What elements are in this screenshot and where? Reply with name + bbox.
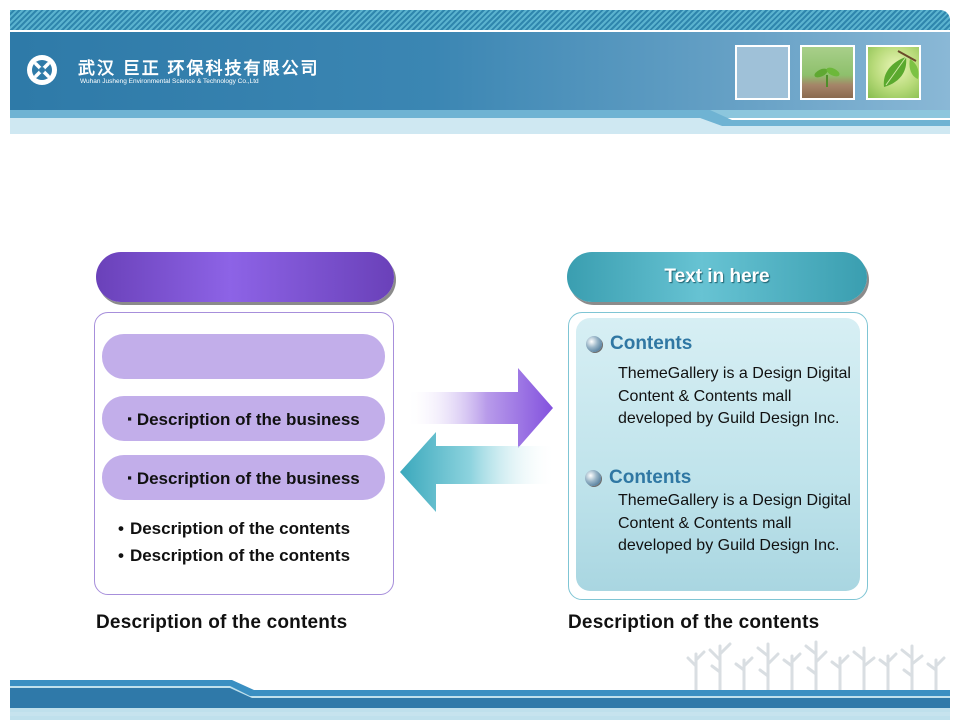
header-stripe [10, 10, 950, 30]
company-logo-icon [26, 54, 58, 86]
business-item-2: ▪ Description of the business [102, 455, 385, 500]
left-arrow-icon [400, 432, 556, 512]
right-arrow-icon [406, 368, 553, 448]
company-name-en: Wuhan Jusheng Environmental Science & Te… [80, 78, 259, 85]
contents-body-2: ThemeGallery is a Design Digital Content… [618, 492, 851, 554]
header-lower-bands [10, 110, 950, 134]
contents-heading-1: Contents [610, 333, 693, 354]
business-item-text: Description of the business [136, 469, 360, 488]
contents-bullet-2: • Description of the contents [118, 546, 350, 566]
square-bullet-icon: ▪ [127, 411, 132, 426]
business-item-text: Description of the business [136, 410, 360, 429]
seedling-photo-thumbnail [800, 45, 855, 100]
sphere-bullet-icon [586, 336, 602, 352]
plant-silhouettes-decoration [686, 640, 946, 692]
contents-bullet-1: • Description of the contents [118, 519, 350, 539]
right-title-pill: Text in here [567, 252, 867, 302]
contents-bullet-text: Description of the contents [129, 519, 351, 538]
blue-square-thumbnail [735, 45, 790, 100]
leaf-photo-thumbnail [866, 45, 921, 100]
left-caption: Description of the contents [96, 612, 348, 633]
contents-bullet-text: Description of the contents [129, 546, 351, 565]
right-caption: Description of the contents [568, 612, 820, 633]
round-bullet-icon: • [118, 519, 124, 538]
right-inner-panel [576, 318, 860, 591]
contents-body-1: ThemeGallery is a Design Digital Content… [618, 365, 851, 427]
square-bullet-icon: ▪ [127, 470, 132, 485]
header-band [10, 32, 950, 110]
empty-lavender-bar [102, 334, 385, 379]
business-item-1: ▪ Description of the business [102, 396, 385, 441]
exchange-arrows [400, 368, 556, 512]
company-name-cn: 武汉 巨正 环保科技有限公司 [78, 59, 320, 78]
sphere-bullet-icon [585, 470, 601, 486]
contents-heading-2: Contents [609, 467, 692, 488]
footer-bands [10, 680, 950, 720]
round-bullet-icon: • [118, 546, 124, 565]
left-title-pill [96, 252, 394, 302]
